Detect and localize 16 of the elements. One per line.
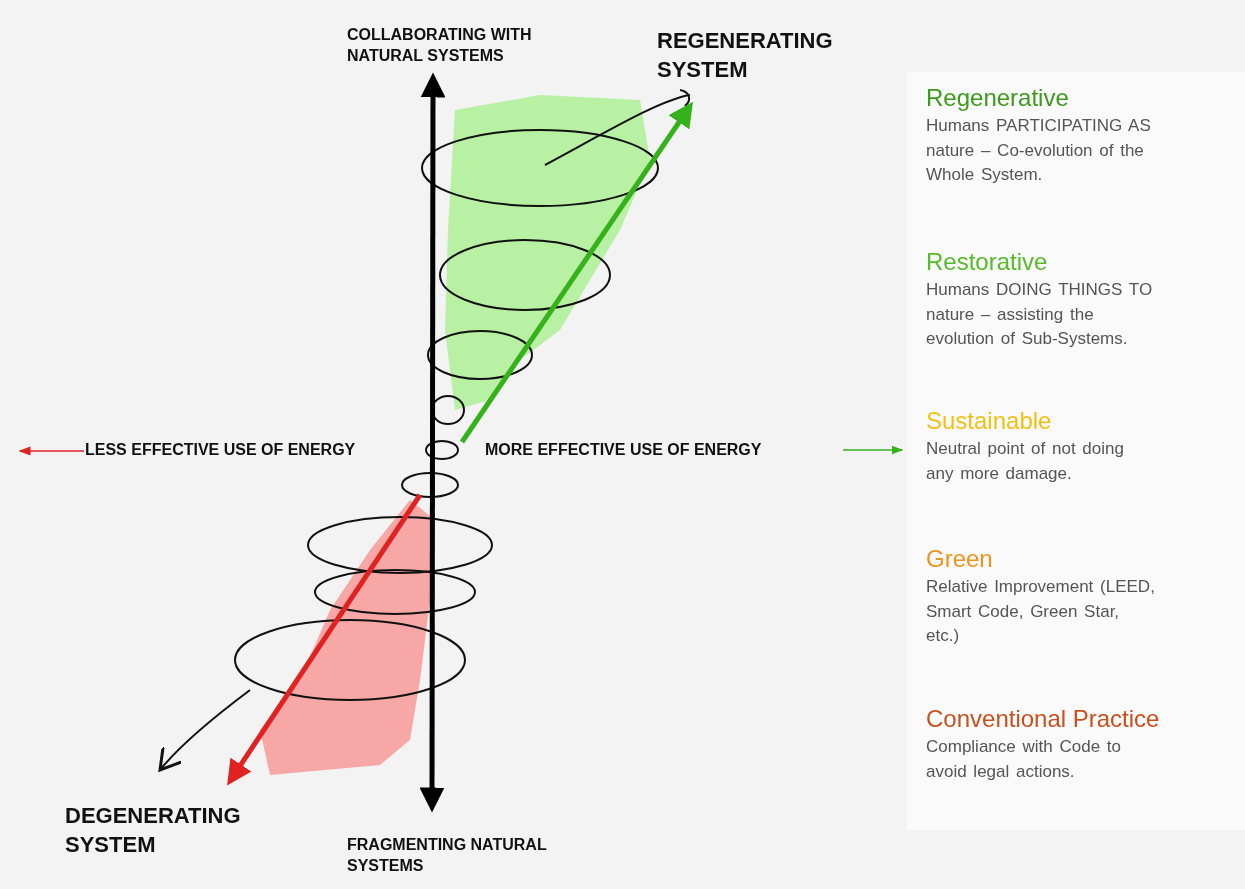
pole-label: REGENERATING SYSTEM bbox=[657, 27, 834, 84]
axis-label: FRAGMENTING NATURAL SYSTEMS bbox=[347, 835, 548, 876]
axis-label: COLLABORATING WITH NATURAL SYSTEMS bbox=[347, 25, 533, 66]
level-heading: Conventional Practice bbox=[926, 705, 1160, 733]
level-heading: Restorative bbox=[926, 248, 1048, 276]
level-heading: Sustainable bbox=[926, 407, 1052, 435]
level-heading: Green bbox=[926, 545, 993, 573]
level-description: Humans PARTICIPATING AS nature – Co-evolution of the Whole System. bbox=[926, 115, 1152, 187]
level-description: Compliance with Code to avoid legal actions. bbox=[926, 736, 1122, 783]
level-heading: Regenerative bbox=[926, 84, 1069, 112]
level-description: Neutral point of not doing any more damage. bbox=[926, 438, 1125, 485]
axis-label: LESS EFFECTIVE USE OF ENERGY bbox=[85, 440, 356, 460]
level-description: Humans DOING THINGS TO nature – assisting the evolution of Sub-Systems. bbox=[926, 279, 1154, 351]
axis-label: MORE EFFECTIVE USE OF ENERGY bbox=[485, 440, 762, 460]
level-description: Relative Improvement (LEED, Smart Code, Green Star, etc.) bbox=[926, 576, 1156, 648]
pole-label: DEGENERATING SYSTEM bbox=[65, 802, 242, 859]
